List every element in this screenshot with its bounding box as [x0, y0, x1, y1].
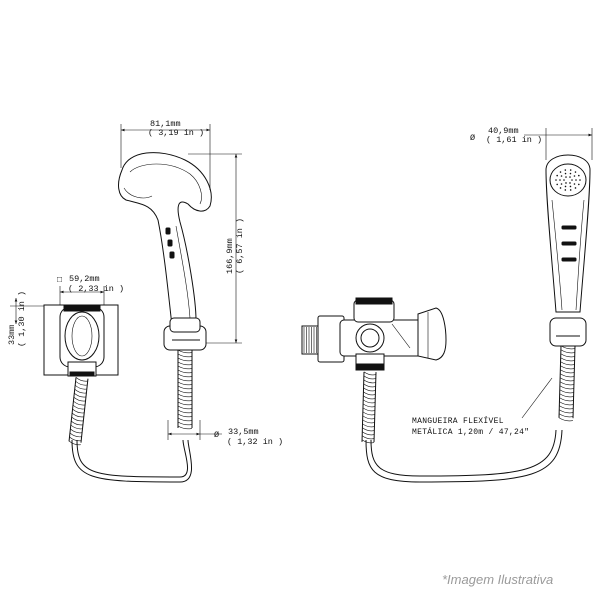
front-hose	[558, 345, 576, 422]
head-height-dimension: 166,9mm ( 6,57 in )	[188, 153, 245, 344]
plate-width-in: ( 2,33 in )	[68, 284, 124, 294]
valve-body	[339, 319, 425, 357]
plate-height-dimension: 33mm ( 1,30 in )	[7, 291, 44, 347]
sprayer-side-view	[118, 152, 212, 430]
plate-holder-inner	[64, 311, 100, 361]
front-sprayer-body	[545, 154, 591, 313]
hose-note-line1: MANGUEIRA FLEXÍVEL	[412, 417, 504, 426]
head-width-dimension: 81,1mm ( 3,19 in )	[120, 119, 211, 190]
hose-diameter-in: ( 1,32 in )	[227, 437, 283, 447]
hose-diameter-dimension: Ø 33,5mm ( 1,32 in )	[167, 420, 283, 447]
head-height-in: ( 6,57 in )	[235, 218, 245, 274]
head-diameter-symbol: Ø	[470, 133, 475, 143]
plate-width-dimension: □ 59,2mm ( 2,33 in )	[57, 274, 124, 305]
left-hose	[68, 377, 89, 446]
head-height-mm: 166,9mm	[225, 238, 235, 274]
head-diameter-in: ( 1,61 in )	[486, 135, 542, 145]
plate-top-cap	[63, 305, 101, 312]
hose-note: MANGUEIRA FLEXÍVEL METÁLICA 1,20m / 47,2…	[412, 377, 553, 437]
hose-diameter-symbol: Ø	[214, 430, 219, 440]
head-width-in: ( 3,19 in )	[148, 128, 204, 138]
illustrative-caption: *Imagem Ilustrativa	[442, 572, 553, 587]
valve-assembly	[301, 297, 563, 483]
sprayer-front-view	[545, 154, 591, 422]
hose-note-line2: METÁLICA 1,20m / 47,24"	[412, 428, 529, 437]
hose-diameter-mm: 33,5mm	[228, 427, 259, 437]
sprayer-head	[118, 152, 212, 327]
middle-hose	[177, 349, 193, 430]
valve-knob	[417, 307, 447, 361]
nozzle-holes	[555, 169, 581, 191]
wall-plate-view	[43, 304, 193, 483]
head-diameter-dimension: Ø 40,9mm ( 1,61 in )	[470, 126, 593, 160]
spray-nozzle	[549, 163, 587, 197]
front-holder	[549, 317, 587, 347]
plate-height-mm: 33mm	[7, 325, 17, 345]
plate-width-symbol: □	[57, 275, 62, 285]
head-width-mm: 81,1mm	[150, 119, 181, 129]
plate-height-in: ( 1,30 in )	[17, 291, 27, 347]
plate-width-mm: 59,2mm	[69, 274, 100, 284]
head-diameter-mm: 40,9mm	[488, 126, 519, 136]
valve-hose	[361, 371, 377, 444]
